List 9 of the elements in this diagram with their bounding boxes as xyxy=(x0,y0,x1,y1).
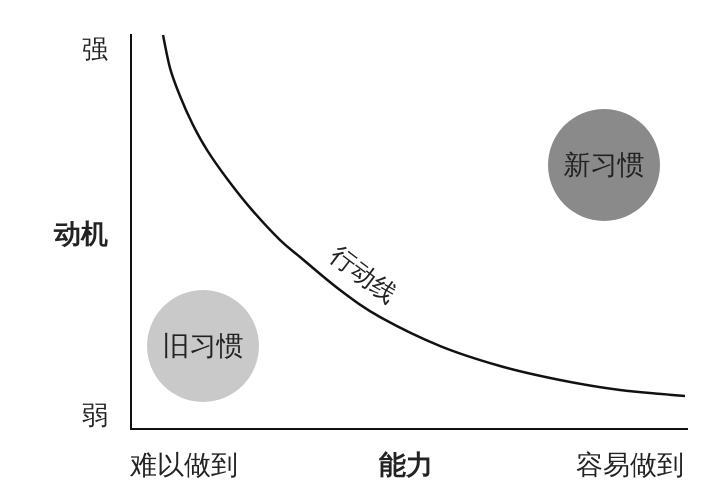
habit-label: 新习惯 xyxy=(564,152,644,178)
axis-title: 动机 xyxy=(54,220,108,248)
habit-label: 旧习惯 xyxy=(162,332,244,360)
axis-title: 能力 xyxy=(379,452,433,478)
axis-scale-label: 弱 xyxy=(82,403,108,429)
axis-end-label: 难以做到 xyxy=(130,452,238,478)
axis-scale-label: 强 xyxy=(82,37,108,63)
curve-label: 行动线 xyxy=(326,241,400,307)
axis-end-label: 容易做到 xyxy=(576,452,684,478)
